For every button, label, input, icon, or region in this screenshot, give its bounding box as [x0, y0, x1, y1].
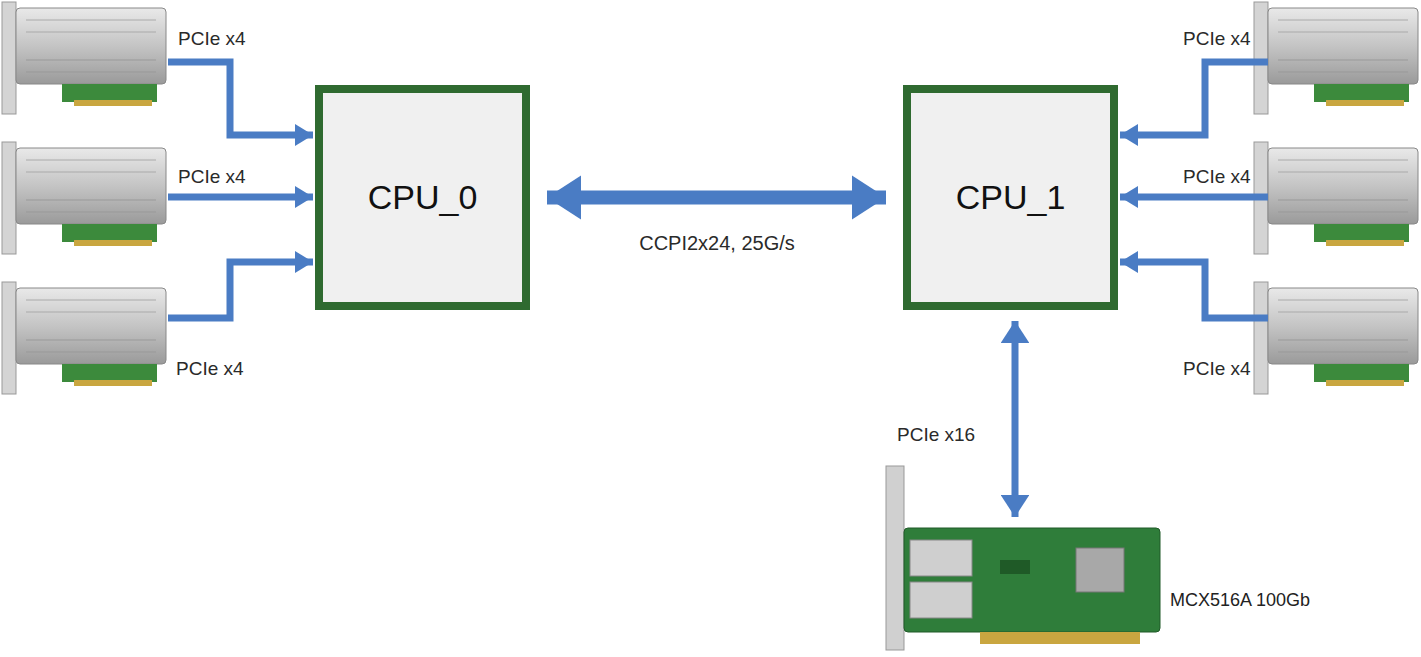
pcie-arrow [168, 194, 313, 201]
link-label: CCPI2x24, 25G/s [639, 232, 795, 255]
pcie-arrow [168, 262, 313, 318]
pcie-arrow [168, 62, 313, 135]
ssd-card [2, 142, 166, 254]
link-label: PCIe x4 [178, 28, 246, 50]
pcie-arrow [1120, 262, 1268, 318]
link-label: PCIe x4 [178, 166, 246, 188]
card-name: MCX516A 100Gb [1170, 590, 1310, 610]
ssd-card [1254, 282, 1418, 394]
cpu-box: CPU_0 [315, 85, 530, 310]
pcie-arrow [1120, 62, 1268, 135]
ssd-card [1254, 142, 1418, 254]
link-label: PCIe x4 [1183, 358, 1251, 380]
cpu-name: CPU_0 [368, 178, 478, 217]
link-arrow [1012, 321, 1019, 517]
ssd-card [2, 2, 166, 114]
link-label: PCIe x4 [1183, 166, 1251, 188]
link-arrow [547, 191, 886, 205]
nic-card [886, 466, 1160, 650]
pcie-arrow [1120, 194, 1268, 201]
link-label: PCIe x4 [176, 358, 244, 380]
link-label: PCIe x4 [1183, 28, 1251, 50]
nic-label-box: MCX516A 100Gb [885, 528, 1330, 653]
ssd-card [1254, 2, 1418, 114]
cpu-name: CPU_1 [956, 178, 1066, 217]
link-label: PCIe x16 [897, 424, 975, 446]
cpu-box: CPU_1 [903, 85, 1118, 310]
ssd-card [2, 282, 166, 394]
